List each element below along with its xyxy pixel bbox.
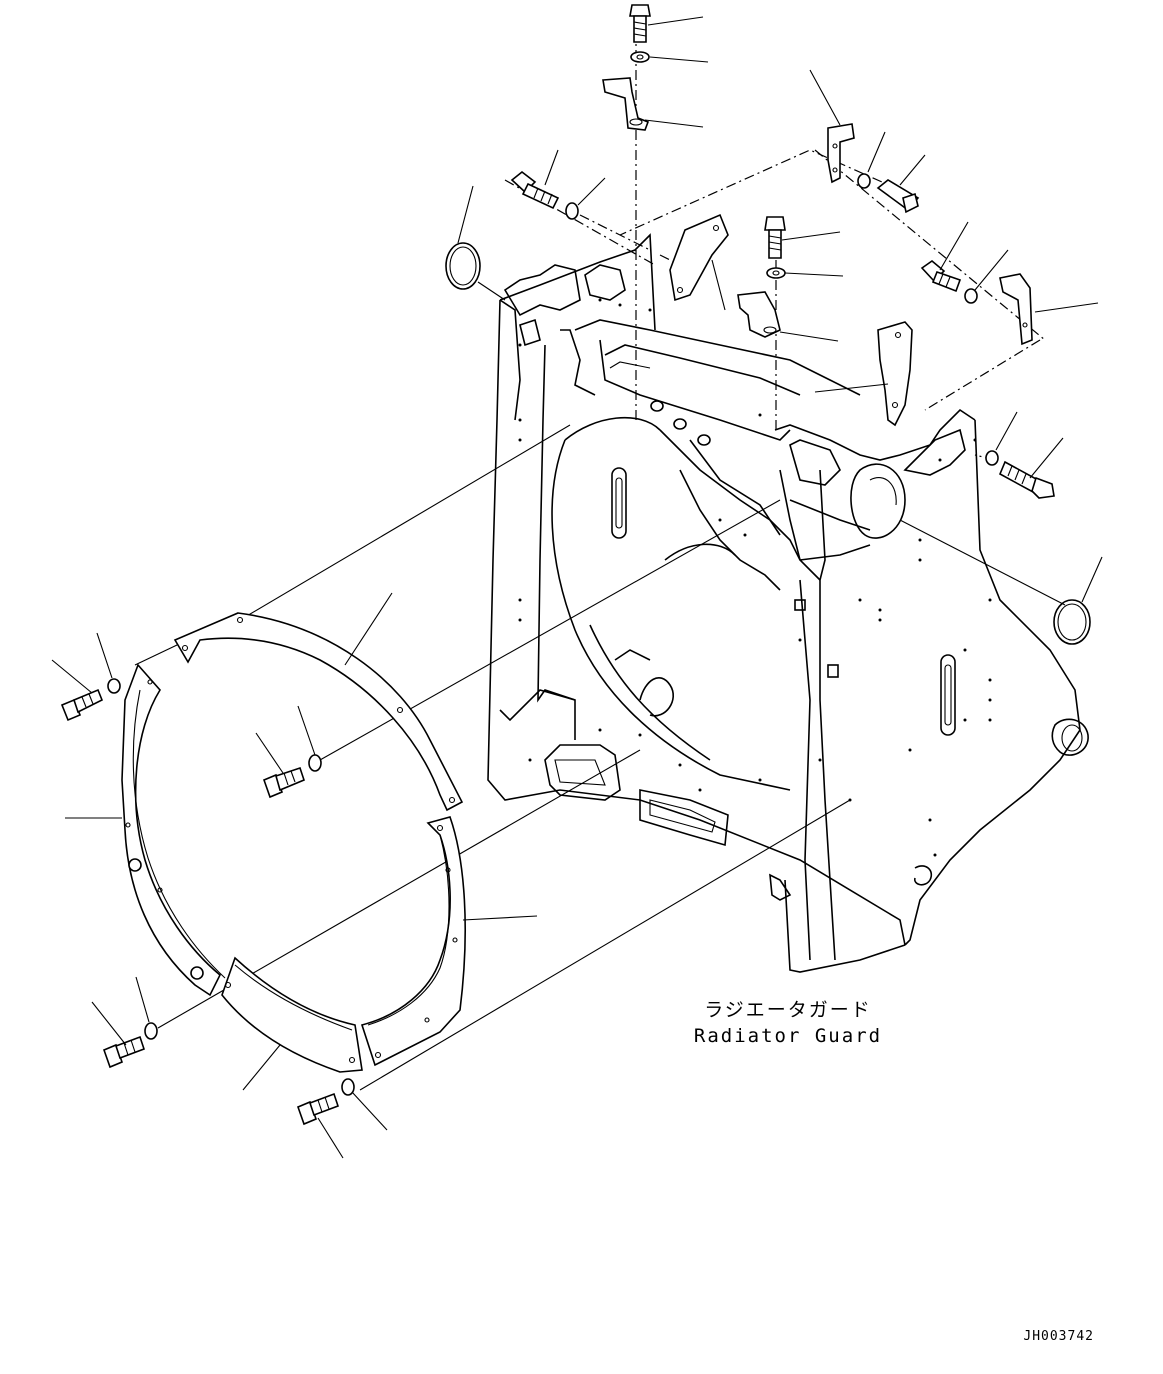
bolt-icon [998,460,1055,499]
radiator-frame-icon [487,233,1089,973]
bolt-icon [629,4,651,43]
washer-icon [985,450,999,466]
washer-icon [565,202,579,220]
washer-icon [341,1078,355,1096]
guard-segment-icon [121,663,226,997]
bolt-icon [920,259,962,293]
bolt-icon [876,179,920,214]
bracket-icon [602,77,650,131]
bracket-icon [877,321,913,427]
washer-icon [308,754,322,772]
washer-icon [630,51,650,63]
o-ring-icon [1053,599,1091,645]
caption-japanese: ラジエータガード [704,999,872,1021]
bolt-icon [60,688,104,722]
bracket-icon [999,273,1033,346]
washer-icon [857,173,871,189]
bolt-icon [102,1035,146,1069]
washer-icon [107,678,121,694]
o-ring-icon [445,242,506,301]
guard-segment-icon [221,956,363,1073]
washer-icon [766,267,786,279]
bracket-icon [669,213,729,302]
caption-english: Radiator Guard [694,1025,882,1047]
bracket-icon [737,291,781,338]
guard-segment-icon [173,612,464,812]
washer-icon [964,288,978,304]
bolt-icon [764,216,786,259]
bracket-icon [827,123,855,184]
bolt-icon [510,170,560,210]
washer-icon [144,1022,158,1040]
drawing-id: JH003742 [1023,1329,1094,1344]
callout-leaders [51,16,1103,1159]
bolt-icon [296,1092,340,1126]
guard-segment-icon [360,816,466,1067]
bolt-icon [262,766,305,799]
assembly-lines [134,30,1066,1091]
